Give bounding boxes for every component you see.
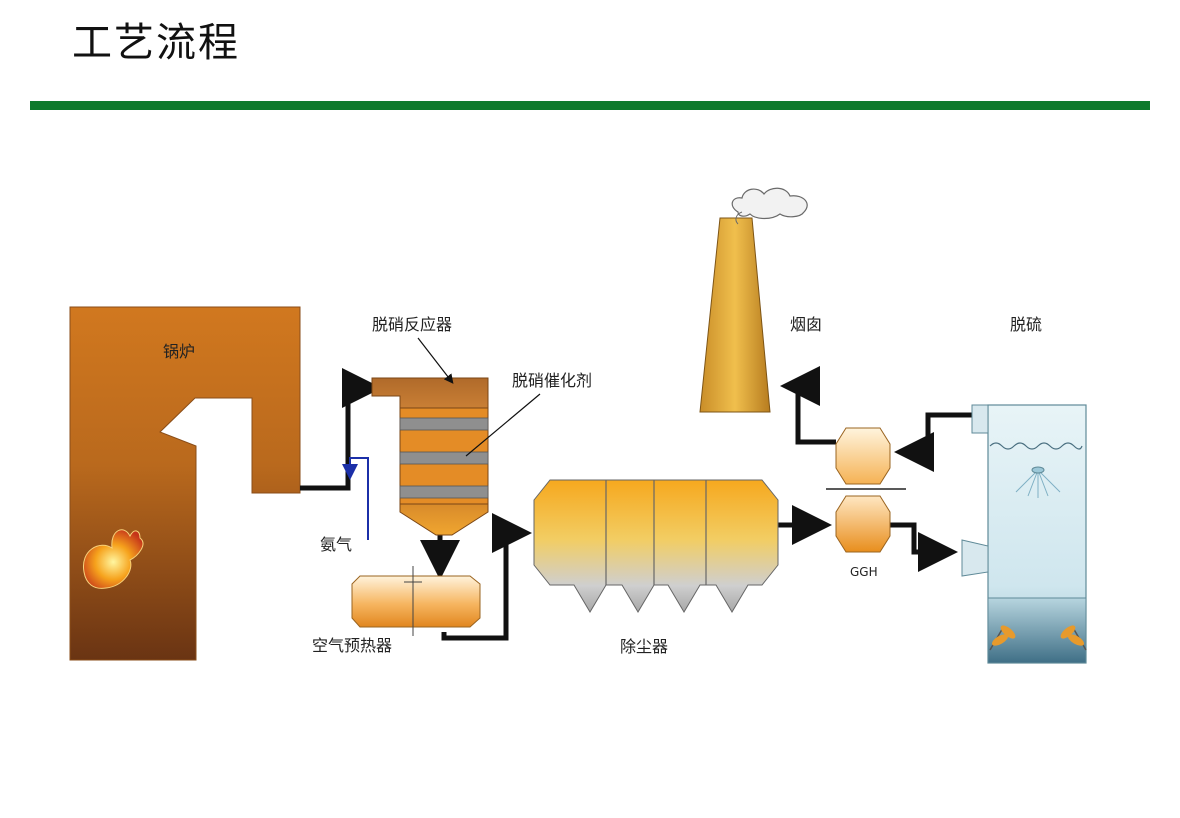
reactor-label: 脱硝反应器 bbox=[372, 315, 452, 334]
chimney-label: 烟囱 bbox=[790, 315, 822, 334]
desulfurization-tower: 脱硫 bbox=[961, 315, 1087, 664]
catalyst-layer bbox=[399, 485, 489, 499]
agitator-icon bbox=[1060, 625, 1087, 651]
agitator-icon bbox=[989, 625, 1016, 651]
smoke-icon bbox=[731, 187, 808, 225]
catalyst-layer bbox=[399, 417, 489, 431]
air-preheater-label: 空气预热器 bbox=[312, 636, 392, 655]
page-title: 工艺流程 bbox=[72, 20, 240, 66]
title-rule bbox=[30, 101, 1150, 110]
air-preheater: 空气预热器 bbox=[312, 566, 481, 655]
spray-nozzle-icon bbox=[1015, 466, 1061, 498]
dust-collector-label: 除尘器 bbox=[620, 637, 668, 656]
scr-reactor: 脱硝反应器 脱硝催化剂 bbox=[371, 315, 592, 536]
chimney: 烟囱 bbox=[699, 187, 822, 413]
boiler-label: 锅炉 bbox=[163, 342, 195, 361]
dust-collector: 除尘器 bbox=[533, 479, 779, 656]
catalyst-label: 脱硝催化剂 bbox=[512, 371, 592, 390]
reactor-pointer bbox=[417, 337, 454, 384]
ammonia-injection-line: 氨气 bbox=[320, 457, 369, 554]
ggh-label: GGH bbox=[850, 565, 878, 579]
flue-gas-flow-lines bbox=[300, 366, 972, 641]
boiler: 锅炉 bbox=[69, 306, 301, 661]
catalyst-pointer bbox=[465, 393, 541, 457]
ggh-heat-exchanger: GGH bbox=[826, 427, 906, 579]
catalyst-layer bbox=[399, 451, 489, 465]
desulfurization-label: 脱硫 bbox=[1010, 315, 1042, 334]
ammonia-label: 氨气 bbox=[320, 535, 352, 554]
flame-icon bbox=[83, 529, 144, 589]
